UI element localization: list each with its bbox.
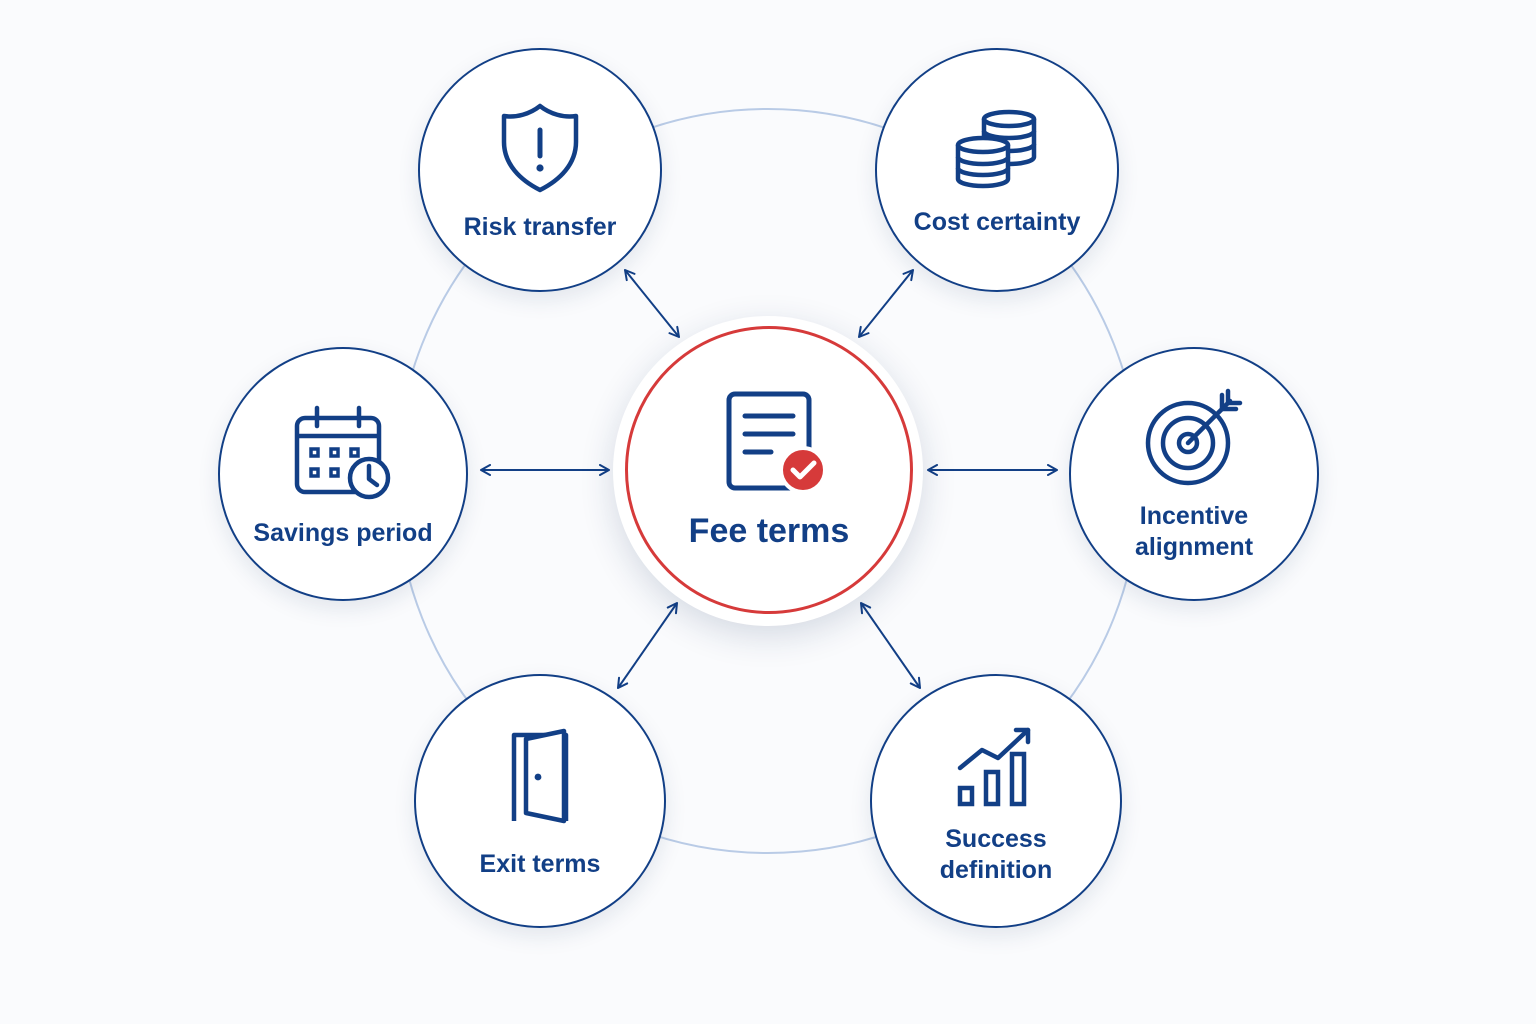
node-risk-transfer: Risk transfer (418, 48, 662, 292)
node-success-definition: Success definition (870, 674, 1122, 928)
arrow-risk-transfer (624, 269, 680, 338)
node-label: Success definition (939, 825, 1053, 884)
shield-alert-icon (501, 103, 579, 192)
calendar-clock-icon (294, 405, 391, 499)
node-savings-period: Savings period (218, 347, 468, 601)
node-label: Exit terms (479, 849, 601, 878)
coin-stacks-icon (955, 109, 1037, 188)
node-cost-certainty: Cost certainty (875, 48, 1119, 292)
node-label: Risk transfer (463, 212, 617, 241)
node-exit-terms: Exit terms (414, 674, 666, 928)
door-icon (511, 728, 569, 823)
arrow-success-definition (860, 602, 921, 689)
node-label: Cost certainty (913, 207, 1081, 236)
document-check-icon (726, 391, 827, 494)
arrow-exit-terms (617, 602, 678, 689)
center-label: Fee terms (688, 511, 850, 550)
node-label: Incentive alignment (1134, 502, 1254, 561)
center-node-fee-terms: Fee terms (625, 326, 913, 614)
node-label: Savings period (253, 518, 433, 547)
arrow-cost-certainty (858, 269, 914, 338)
growth-chart-icon (957, 727, 1031, 807)
target-arrow-icon (1145, 388, 1243, 486)
node-incentive-alignment: Incentive alignment (1069, 347, 1319, 601)
